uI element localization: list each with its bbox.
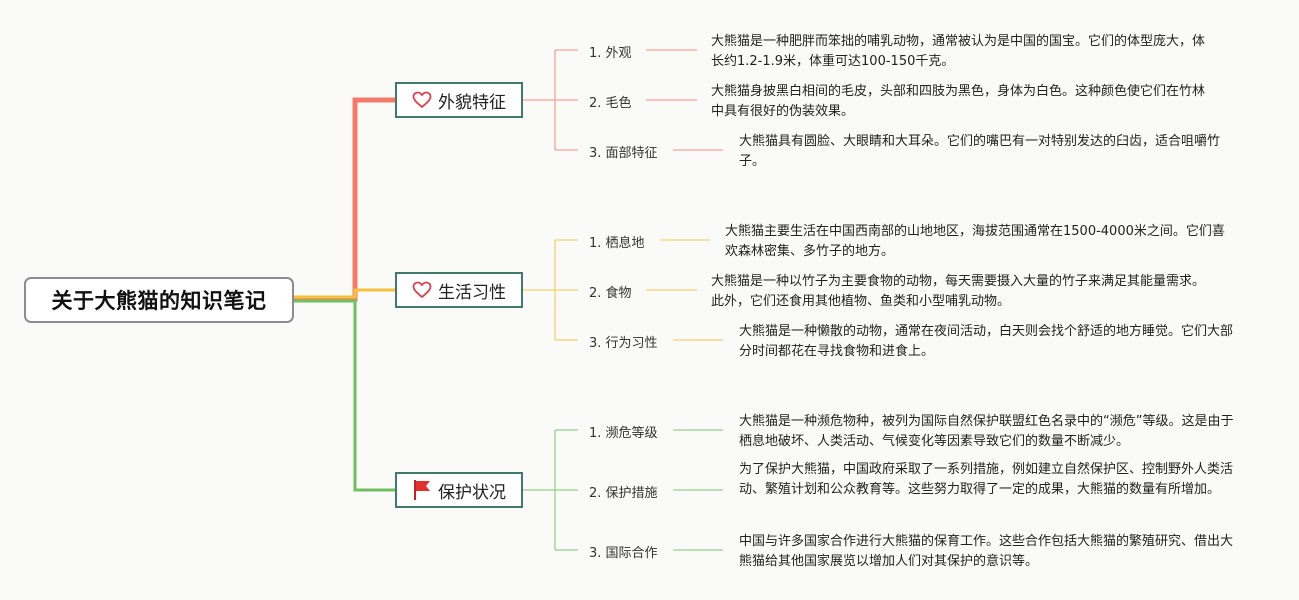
root-title: 关于大熊猫的知识笔记: [51, 289, 267, 313]
subtopic-description: 大熊猫是一种懒散的动物，通常在夜间活动，白天则会找个舒适的地方睡觉。它们大部分时…: [739, 324, 1234, 359]
branch-3-connectors: [523, 429, 723, 551]
subtopic-label[interactable]: 2. 食物: [589, 286, 632, 301]
topic-title: 外貌特征: [438, 92, 506, 113]
subtopic-label[interactable]: 3. 面部特征: [589, 146, 658, 161]
heart-icon: [412, 281, 432, 299]
branch-1-connectors: [523, 49, 723, 151]
branch-2-connectors: [523, 239, 723, 341]
topic-habits[interactable]: 生活习性: [395, 272, 523, 308]
topic-appearance[interactable]: 外貌特征: [395, 82, 523, 118]
subtopic-description: 大熊猫具有圆脸、大眼睛和大耳朵。它们的嘴巴有一对特别发达的臼齿，适合咀嚼竹子。: [739, 134, 1221, 169]
subtopic-description: 大熊猫是一种以竹子为主要食物的动物，每天需要摄入大量的竹子来满足其能量需求。此外…: [711, 274, 1206, 309]
subtopic-label[interactable]: 1. 栖息地: [589, 236, 645, 251]
root-branch-connectors: [294, 97, 395, 492]
subtopic-description: 大熊猫身披黑白相间的毛皮，头部和四肢为黑色，身体为白色。这种颜色使它们在竹林中具…: [711, 84, 1206, 119]
root-topic[interactable]: 关于大熊猫的知识笔记: [24, 277, 294, 323]
topic-title: 保护状况: [438, 482, 506, 503]
subtopic-description: 中国与许多国家合作进行大熊猫的保育工作。这些合作包括大熊猫的繁殖研究、借出大熊猫…: [739, 534, 1234, 569]
subtopic-label[interactable]: 1. 濒危等级: [589, 426, 658, 441]
subtopic-label[interactable]: 2. 保护措施: [589, 486, 658, 501]
subtopic-description: 大熊猫是一种肥胖而笨拙的哺乳动物，通常被认为是中国的国宝。它们的体型庞大，体长约…: [711, 34, 1206, 69]
topic-conservation[interactable]: 保护状况: [395, 472, 523, 508]
subtopic-label[interactable]: 3. 行为习性: [589, 336, 658, 351]
subtopic-description: 为了保护大熊猫，中国政府采取了一系列措施，例如建立自然保护区、控制野外人类活动、…: [739, 462, 1234, 497]
subtopic-description: 大熊猫是一种濒危物种，被列为国际自然保护联盟红色名录中的“濒危”等级。这是由于栖…: [739, 414, 1234, 449]
subtopic-label[interactable]: 3. 国际合作: [589, 546, 658, 561]
topic-title: 生活习性: [438, 282, 506, 303]
subtopic-label[interactable]: 2. 毛色: [589, 96, 632, 111]
heart-icon: [412, 91, 432, 109]
subtopic-description: 大熊猫主要生活在中国西南部的山地地区，海拔范围通常在1500-4000米之间。它…: [725, 224, 1225, 259]
red-flag-icon: [412, 479, 432, 501]
subtopic-label[interactable]: 1. 外观: [589, 46, 632, 61]
